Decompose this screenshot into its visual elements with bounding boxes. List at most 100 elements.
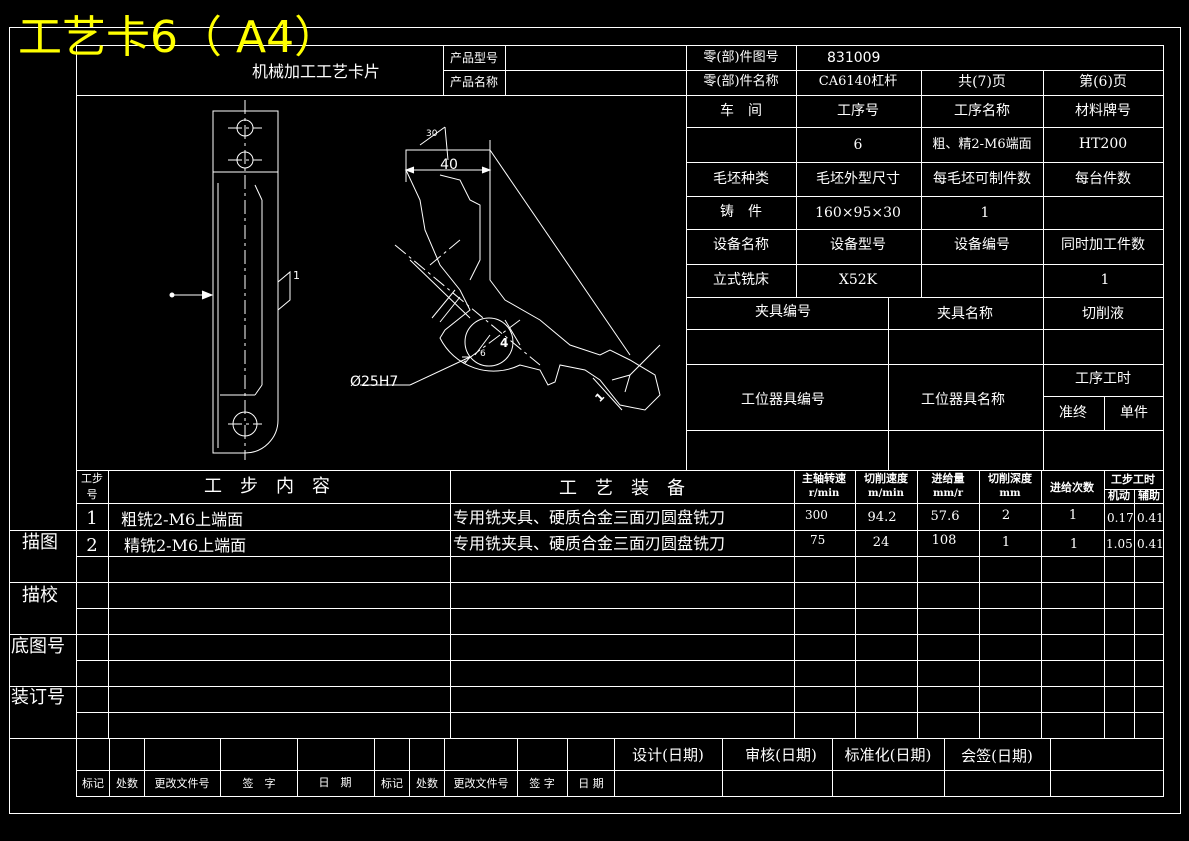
step-depth: 2 bbox=[1001, 508, 1011, 523]
design-signature-label: 设计(日期) bbox=[632, 746, 704, 764]
step-spindle: 300 bbox=[805, 508, 828, 522]
per-blank-label: 每毛坯可制件数 bbox=[933, 171, 1031, 187]
feed-header: 进给量 bbox=[931, 472, 965, 485]
prep-time-label: 准终 bbox=[1059, 405, 1087, 421]
product-name-label: 产品名称 bbox=[449, 75, 499, 89]
part-name-value: CA6140杠杆 bbox=[818, 74, 898, 89]
step-aux-time: 0.41 bbox=[1137, 511, 1164, 525]
step-no-header-bottom: 号 bbox=[86, 488, 98, 501]
revision-date-2: 日 期 bbox=[578, 777, 604, 790]
revision-sign-2: 签 字 bbox=[529, 777, 555, 790]
equip-model-value: X52K bbox=[838, 272, 878, 288]
cut-speed-unit: m/min bbox=[868, 488, 904, 499]
surface-label-1: 1 bbox=[293, 269, 300, 282]
material-label: 材料牌号 bbox=[1075, 103, 1131, 119]
product-model-label: 产品型号 bbox=[449, 51, 499, 65]
blank-type-label: 毛坯种类 bbox=[713, 171, 769, 187]
revision-doc-no-2: 更改文件号 bbox=[453, 777, 509, 790]
step-depth: 1 bbox=[1001, 535, 1011, 550]
revision-places: 处数 bbox=[116, 777, 138, 790]
equip-name-value: 立式铣床 bbox=[713, 272, 769, 288]
workshop-label: 车 间 bbox=[720, 103, 762, 119]
card-title: 机械加工工艺卡片 bbox=[251, 62, 381, 81]
side-label-base-no: 底图号 bbox=[11, 636, 65, 657]
station-tool-name-label: 工位器具名称 bbox=[921, 392, 1005, 408]
depth-unit: mm bbox=[999, 488, 1021, 499]
step-speed: 24 bbox=[872, 535, 890, 550]
step-equipment: 专用铣夹具、硬质合金三面刃圆盘铣刀 bbox=[453, 534, 726, 553]
cut-speed-header: 切削速度 bbox=[864, 472, 908, 485]
op-no-label: 工序号 bbox=[837, 103, 879, 119]
blank-type-value: 铸 件 bbox=[720, 204, 762, 220]
per-unit-label: 每台件数 bbox=[1075, 171, 1131, 187]
step-time-header: 工步工时 bbox=[1111, 473, 1155, 486]
per-blank-value: 1 bbox=[980, 205, 990, 221]
card-big-title: 工艺卡6（ A4） bbox=[18, 12, 339, 63]
standard-signature-label: 标准化(日期) bbox=[844, 746, 932, 764]
step-machine-time: 1.05 bbox=[1106, 537, 1133, 551]
step-machine-time: 0.17 bbox=[1107, 511, 1134, 525]
revision-places-2: 处数 bbox=[416, 777, 438, 790]
unit-time-label: 单件 bbox=[1120, 405, 1148, 421]
step-spindle: 75 bbox=[810, 533, 826, 547]
step-passes: 1 bbox=[1069, 537, 1079, 552]
page-number: 第(6)页 bbox=[1079, 74, 1127, 90]
revision-doc-no: 更改文件号 bbox=[154, 777, 210, 790]
part-drawing-value: 831009 bbox=[827, 50, 881, 66]
step-equipment-header: 工 艺 装 备 bbox=[559, 478, 685, 499]
countersign-label: 会签(日期) bbox=[961, 747, 1033, 765]
spindle-unit: r/min bbox=[808, 488, 840, 499]
material-value: HT200 bbox=[1078, 136, 1128, 152]
total-pages: 共(7)页 bbox=[958, 74, 1006, 90]
revision-mark: 标记 bbox=[82, 777, 104, 790]
side-label-binding-no: 装订号 bbox=[11, 687, 65, 708]
surface-label-6: 6 bbox=[480, 349, 486, 359]
part-drawing bbox=[169, 100, 661, 460]
step-feed: 57.6 bbox=[930, 509, 960, 524]
step-content: 粗铣2-M6上端面 bbox=[121, 510, 244, 529]
step-feed: 108 bbox=[931, 533, 957, 548]
equip-model-label: 设备型号 bbox=[830, 237, 886, 253]
step-content: 精铣2-M6上端面 bbox=[124, 536, 247, 555]
side-label-trace: 描图 bbox=[22, 532, 58, 553]
op-no-value: 6 bbox=[853, 137, 863, 153]
simul-label: 同时加工件数 bbox=[1061, 237, 1145, 253]
fixture-name-label: 夹具名称 bbox=[937, 306, 993, 322]
dim-40: 40 bbox=[440, 157, 458, 173]
revision-sign: 签 字 bbox=[242, 777, 276, 790]
op-time-label: 工序工时 bbox=[1075, 371, 1131, 387]
blank-size-value: 160×95×30 bbox=[815, 205, 901, 221]
revision-date: 日 期 bbox=[318, 776, 352, 789]
station-tool-no-label: 工位器具编号 bbox=[741, 392, 825, 408]
side-label-check: 描校 bbox=[22, 585, 58, 606]
step-aux-time: 0.41 bbox=[1137, 537, 1164, 551]
revision-mark-2: 标记 bbox=[381, 777, 403, 790]
dim-bore: Ø25H7 bbox=[350, 374, 399, 390]
step-no-header-top: 工步 bbox=[81, 472, 103, 485]
step-passes: 1 bbox=[1068, 508, 1078, 523]
blank-size-label: 毛坯外型尺寸 bbox=[816, 171, 900, 187]
spindle-header: 主轴转速 bbox=[802, 472, 846, 485]
equip-name-label: 设备名称 bbox=[713, 237, 769, 253]
review-signature-label: 审核(日期) bbox=[745, 746, 817, 764]
step-no: 2 bbox=[86, 535, 98, 556]
aux-time-header: 辅助 bbox=[1138, 489, 1160, 502]
op-name-label: 工序名称 bbox=[954, 103, 1010, 119]
part-name-label: 零(部)件名称 bbox=[703, 74, 779, 89]
step-speed: 94.2 bbox=[867, 510, 897, 525]
machine-time-header: 机动 bbox=[1108, 489, 1130, 502]
simul-value: 1 bbox=[1100, 272, 1110, 288]
dim-30: 30 bbox=[426, 129, 438, 139]
depth-header: 切削深度 bbox=[988, 472, 1032, 485]
step-no: 1 bbox=[86, 508, 98, 529]
step-content-header: 工 步 内 容 bbox=[204, 476, 330, 497]
passes-header: 进给次数 bbox=[1050, 481, 1094, 494]
coolant-label: 切削液 bbox=[1082, 306, 1124, 322]
fixture-no-label: 夹具编号 bbox=[755, 304, 811, 320]
surface-label-4: 4 bbox=[500, 336, 509, 350]
part-drawing-label: 零(部)件图号 bbox=[703, 50, 779, 65]
step-equipment: 专用铣夹具、硬质合金三面刃圆盘铣刀 bbox=[453, 508, 726, 527]
equip-no-label: 设备编号 bbox=[954, 237, 1010, 253]
feed-unit: mm/r bbox=[932, 488, 964, 499]
